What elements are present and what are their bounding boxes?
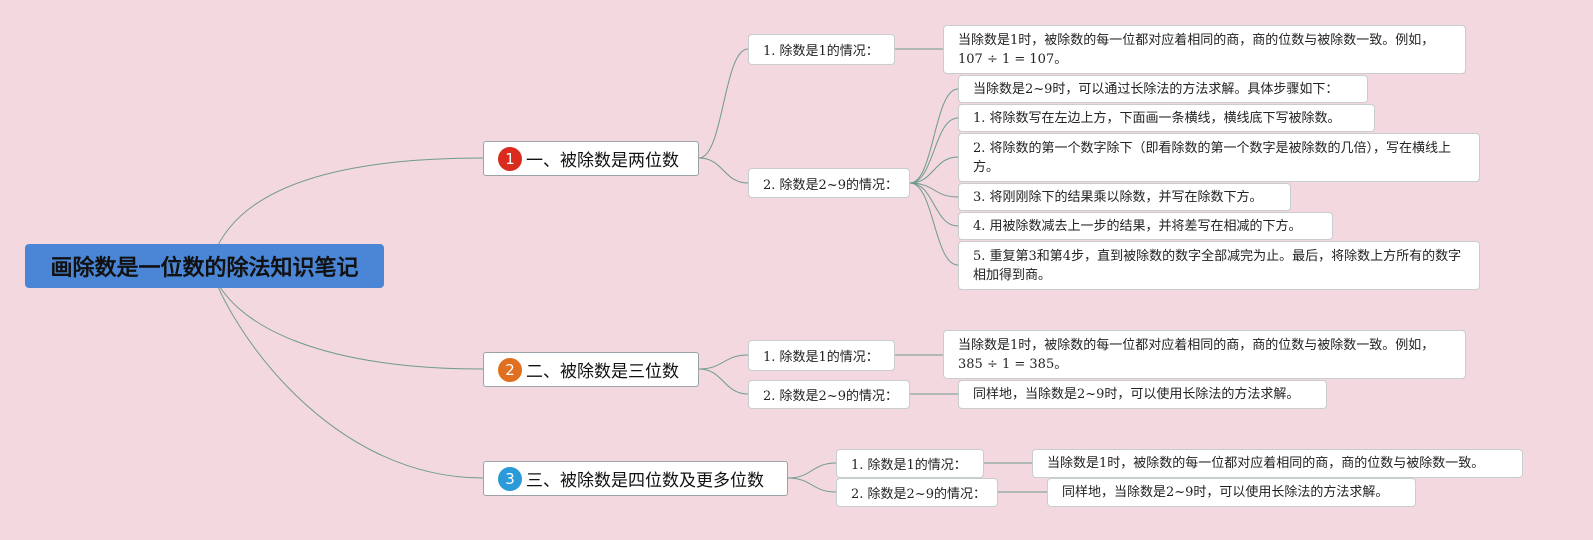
- topic-label: 二、被除数是三位数: [526, 362, 679, 382]
- leaf-node-2-1-1[interactable]: 当除数是1时，被除数的每一位都对应着相同的商，商的位数与被除数一致。例如，385…: [943, 330, 1466, 379]
- link-t2-s2: [698, 368, 749, 395]
- leaf-node-1-2-1[interactable]: 当除数是2~9时，可以通过长除法的方法求解。具体步骤如下：: [958, 75, 1368, 103]
- link-t3-s1: [787, 462, 837, 479]
- link-s12-leaf-2: [909, 117, 959, 184]
- sub-node-2-2[interactable]: 2. 除数是2~9的情况：: [748, 380, 910, 409]
- topic-node-2[interactable]: 2 二、被除数是三位数: [483, 352, 699, 387]
- leaf-node-1-2-6[interactable]: 5. 重复第3和第4步，直到被除数的数字全部减完为止。最后，将除数上方所有的数字…: [958, 241, 1480, 290]
- leaf-node-2-2-1[interactable]: 同样地，当除数是2~9时，可以使用长除法的方法求解。: [958, 380, 1327, 409]
- link-root-topic-3: [209, 265, 484, 479]
- sub-node-1-2[interactable]: 2. 除数是2~9的情况：: [748, 168, 910, 198]
- topic-label: 一、被除数是两位数: [526, 151, 679, 171]
- leaf-node-3-1-1[interactable]: 当除数是1时，被除数的每一位都对应着相同的商，商的位数与被除数一致。: [1032, 449, 1523, 478]
- badge-1-icon: 1: [498, 146, 522, 171]
- leaf-node-3-2-1[interactable]: 同样地，当除数是2~9时，可以使用长除法的方法求解。: [1047, 478, 1416, 507]
- leaf-node-1-2-3[interactable]: 2. 将除数的第一个数字除下（即看除数的第一个数字是被除数的几倍），写在横线上方…: [958, 133, 1480, 182]
- link-root-topic-2: [209, 265, 484, 370]
- link-t2-s1: [698, 354, 749, 370]
- topic-node-1[interactable]: 1 一、被除数是两位数: [483, 141, 699, 176]
- leaf-node-1-1-1[interactable]: 当除数是1时，被除数的每一位都对应着相同的商，商的位数与被除数一致。例如，107…: [943, 25, 1466, 74]
- link-t1-s2: [698, 157, 749, 184]
- sub-node-2-1[interactable]: 1. 除数是1的情况：: [748, 340, 895, 371]
- link-s12-leaf-3: [909, 156, 959, 184]
- badge-3-icon: 3: [498, 466, 522, 491]
- link-s12-leaf-6: [909, 182, 959, 266]
- topic-label: 三、被除数是四位数及更多位数: [526, 471, 764, 491]
- link-s12-leaf-1: [909, 88, 959, 184]
- link-s12-leaf-4: [909, 182, 959, 198]
- root-node[interactable]: 画除数是一位数的除法知识笔记: [25, 244, 384, 288]
- topic-node-3[interactable]: 3 三、被除数是四位数及更多位数: [483, 461, 788, 496]
- sub-node-3-2[interactable]: 2. 除数是2~9的情况：: [836, 478, 998, 507]
- sub-node-1-1[interactable]: 1. 除数是1的情况：: [748, 34, 895, 65]
- link-t1-s1: [698, 48, 749, 159]
- leaf-node-1-2-5[interactable]: 4. 用被除数减去上一步的结果，并将差写在相减的下方。: [958, 212, 1333, 240]
- link-root-topic-1: [209, 157, 484, 267]
- link-s12-leaf-5: [909, 182, 959, 227]
- link-t3-s2: [787, 477, 837, 493]
- sub-node-3-1[interactable]: 1. 除数是1的情况：: [836, 449, 984, 478]
- leaf-node-1-2-4[interactable]: 3. 将刚刚除下的结果乘以除数，并写在除数下方。: [958, 183, 1291, 211]
- badge-2-icon: 2: [498, 357, 522, 382]
- leaf-node-1-2-2[interactable]: 1. 将除数写在左边上方，下面画一条横线，横线底下写被除数。: [958, 104, 1375, 132]
